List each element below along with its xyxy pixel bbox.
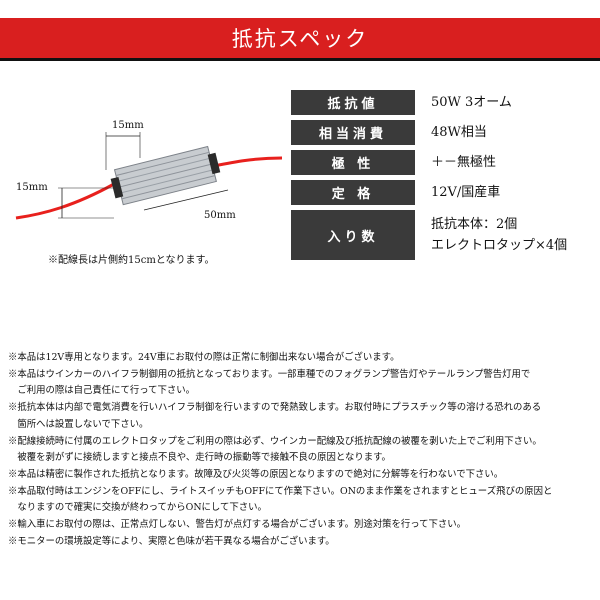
note-line: 被覆を剥がずに接続しますと接点不良や、走行時の振動等で接触不良の原因となります。 <box>8 452 391 464</box>
spec-row-rating: 定 格 12V/国産車 <box>291 180 591 205</box>
spec-value: 48W相当 <box>415 120 591 145</box>
spec-value-line: 12V/国産車 <box>431 185 501 200</box>
note-line: ※抵抗本体は内部で電気消費を行いハイフラ制御を行いますので発熱致します。お取付時… <box>8 402 542 414</box>
wire-left <box>15 182 115 220</box>
spec-value-line: 48W相当 <box>431 125 487 140</box>
spec-value: 50W 3オーム <box>415 90 591 115</box>
spec-value-line: 50W 3オーム <box>431 95 512 110</box>
spec-row-polarity: 極 性 ＋－無極性 <box>291 150 591 175</box>
spec-label: 相当消費 <box>291 120 415 145</box>
caution-notes: ※本品は12V専用となります。24V車にお取付の際は正常に制御出来ない場合がござ… <box>8 350 598 550</box>
spec-row-consumption: 相当消費 48W相当 <box>291 120 591 145</box>
note-line: ※本品はウインカーのハイフラ制御用の抵抗となっております。一部車種でのフォグラン… <box>8 368 531 380</box>
spec-value-line: 抵抗本体：2個 <box>431 217 518 232</box>
spec-value: 抵抗本体：2個 エレクトロタップ×4個 <box>415 210 591 260</box>
spec-value-line: エレクトロタップ×4個 <box>431 238 568 253</box>
wire-right <box>213 156 283 168</box>
banner-title: 抵抗スペック <box>231 27 369 51</box>
note-line: ※モニターの環境設定等により、実際と色味が若干異なる場合がございます。 <box>8 535 335 547</box>
note-line: ※本品は12V専用となります。24V車にお取付の際は正常に制御出来ない場合がござ… <box>8 352 400 363</box>
note-line: ※輸入車にお取付の際は、正常点灯しない、警告灯が点灯する場合がございます。別途対… <box>8 519 466 531</box>
note-line: ※本品取付時はエンジンをOFFにし、ライトスイッチもOFFにて作業下さい。ONの… <box>8 485 553 497</box>
note-line: 箇所へは設置しないで下さい。 <box>8 418 149 430</box>
resistor-illustration <box>15 132 283 220</box>
spec-table: 抵抗値 50W 3オーム 相当消費 48W相当 極 性 ＋－無極性 定 格 12… <box>291 90 591 265</box>
end-cap-right <box>207 152 221 175</box>
dimension-top: 15mm <box>112 120 144 131</box>
resistor-body <box>110 145 221 206</box>
spec-label: 入り数 <box>291 210 415 260</box>
spec-row-resistance: 抵抗値 50W 3オーム <box>291 90 591 115</box>
note-line: ※配線接続時に付属のエレクトロタップをご利用の際は必ず、ウインカー配線及び抵抗配… <box>8 435 542 447</box>
spec-value: 12V/国産車 <box>415 180 591 205</box>
spec-label: 抵抗値 <box>291 90 415 115</box>
spec-row-contents: 入り数 抵抗本体：2個 エレクトロタップ×4個 <box>291 210 591 260</box>
note-line: なりますので確実に交換が終わってからONにして下さい。 <box>8 502 267 514</box>
header-banner: 抵抗スペック <box>0 18 600 61</box>
wire-length-note: ※配線長は片側約15cmとなります。 <box>48 255 215 266</box>
dimension-bottom: 50mm <box>204 210 236 221</box>
spec-value-line: ＋－無極性 <box>431 155 497 170</box>
spec-label: 極 性 <box>291 150 415 175</box>
resistor-diagram: 15mm 15mm 50mm <box>14 118 284 228</box>
note-line: ※本品は精密に製作された抵抗となります。故障及び火災等の原因となりますので絶対に… <box>8 468 504 480</box>
spec-label: 定 格 <box>291 180 415 205</box>
spec-value: ＋－無極性 <box>415 150 591 175</box>
dimension-left: 15mm <box>16 182 48 193</box>
note-line: ご利用の際は自己責任にて行って下さい。 <box>8 385 196 397</box>
end-cap-left <box>110 177 124 199</box>
